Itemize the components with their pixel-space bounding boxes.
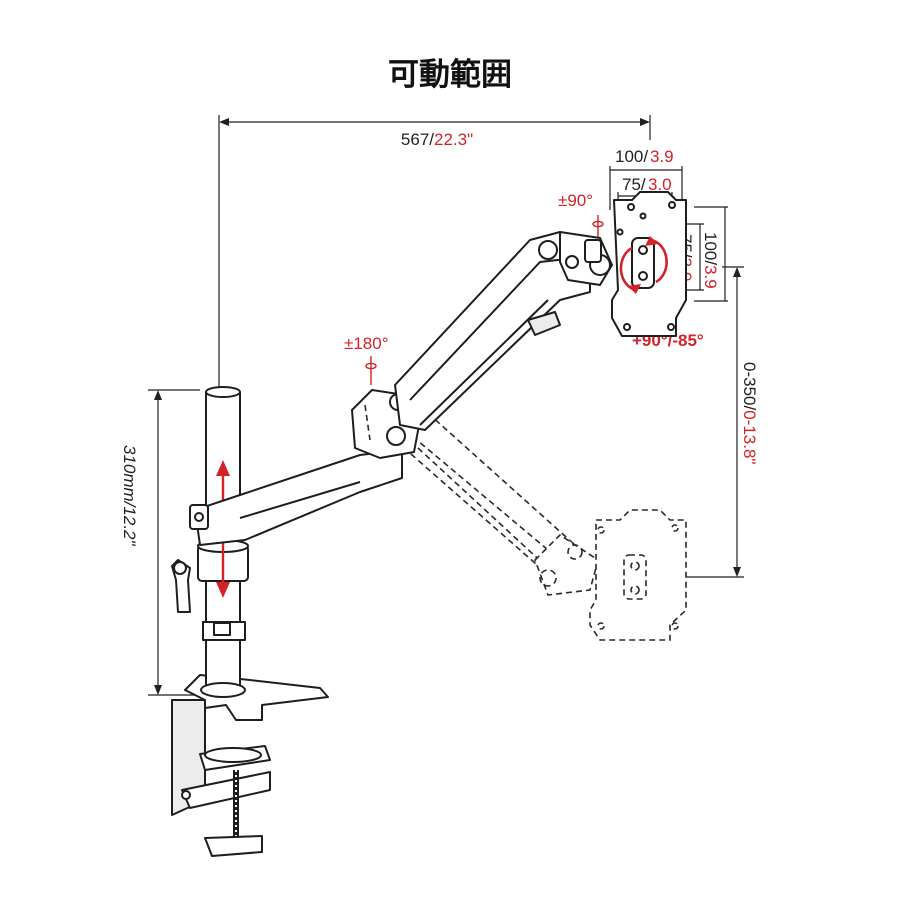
vesa75-label: 75/ bbox=[622, 175, 646, 194]
lower-arm bbox=[189, 449, 403, 546]
rotation-arrows-icon bbox=[619, 236, 668, 294]
pole-height-label: 310mm/12.2" bbox=[120, 445, 139, 546]
page-title: 可動範囲 bbox=[388, 57, 512, 93]
vesa75-label-inch: 3.0 bbox=[648, 175, 672, 194]
desk-clamp bbox=[171, 674, 329, 857]
reach-label-inch: 22.3" bbox=[434, 130, 473, 149]
vesa-plate bbox=[611, 191, 687, 337]
vesa-horizontal-dimensions: 100/ 3.9 75/ 3.0 bbox=[609, 147, 683, 218]
vesa100-label: 100/ bbox=[615, 147, 648, 166]
vesa100v-label: 100/3.9 bbox=[701, 232, 720, 289]
swivel-icon bbox=[592, 215, 604, 237]
vesa100-label-inch: 3.9 bbox=[650, 147, 674, 166]
lowered-arm-ghost bbox=[393, 413, 687, 641]
reach-dimension: 567/ 22.3" bbox=[218, 115, 651, 395]
rotate-icon bbox=[365, 356, 377, 385]
reach-label: 567/ bbox=[401, 130, 434, 149]
swivel-label: ±90° bbox=[558, 191, 593, 210]
swivel-head bbox=[559, 231, 613, 286]
lift-dimension: 0-350/0-13.8" bbox=[660, 266, 759, 578]
pole-height-dimension: 310mm/12.2" bbox=[120, 389, 200, 696]
rotate-label: ±180° bbox=[344, 334, 389, 353]
lift-label: 0-350/0-13.8" bbox=[740, 362, 759, 464]
